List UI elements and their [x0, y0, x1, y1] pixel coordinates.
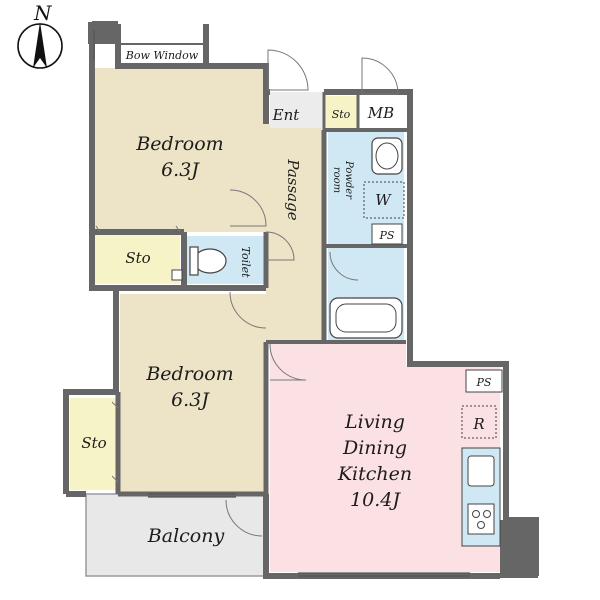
toilet-tank-icon — [189, 246, 199, 276]
sto-top-floor — [94, 234, 180, 284]
bathtub-inner-icon — [335, 303, 397, 333]
ps-lower-box — [465, 369, 503, 393]
bedroom-bottom-floor — [120, 294, 266, 492]
toilet-icon — [193, 248, 227, 274]
ps-upper-label: PS — [379, 229, 395, 242]
bow-window-label: Bow Window — [125, 49, 199, 62]
bedroom-bottom-size: 6.3J — [171, 389, 210, 411]
sto-left-label: Sto — [81, 434, 106, 452]
fixtures — [171, 137, 503, 547]
north-label: N — [33, 1, 53, 25]
refrigerator-label: R — [472, 415, 484, 433]
bathtub-icon — [329, 297, 403, 339]
refrigerator-icon — [461, 405, 497, 439]
ldk-line2: Dining — [342, 437, 407, 459]
room-labels: Bow Window Bedroom 6.3J Sto Toilet Passa… — [81, 49, 492, 547]
entrance-floor — [270, 92, 324, 128]
door-swings — [95, 49, 399, 537]
bedroom-top-size: 6.3J — [161, 159, 200, 181]
bedroom-top-name: Bedroom — [135, 133, 223, 155]
ps-upper-box — [371, 223, 403, 245]
kitchen-sink-icon — [467, 455, 495, 487]
ldk-size: 10.4J — [350, 489, 401, 511]
ldk-floor — [270, 344, 500, 572]
sto-entrance-floor — [326, 96, 358, 128]
ldk-line1: Living — [344, 411, 405, 433]
ldk-line3: Kitchen — [337, 463, 412, 485]
compass-north-arrow: N — [17, 1, 63, 69]
corner-post — [88, 22, 118, 44]
corner-post — [500, 520, 538, 578]
burner-icon — [472, 510, 480, 518]
north-arrow-icon — [33, 22, 47, 68]
mb-label: MB — [367, 104, 394, 122]
toilet-label: Toilet — [239, 246, 252, 278]
ps-lower-label: PS — [476, 376, 492, 389]
burner-icon — [477, 521, 485, 529]
floor-drain-icon — [171, 269, 183, 281]
burner-icon — [483, 510, 491, 518]
sto-entrance-label: Sto — [332, 108, 351, 121]
sto-top-label: Sto — [125, 249, 150, 267]
sto-left-floor — [70, 398, 118, 490]
powder-room-label-line1: Powder — [343, 160, 354, 200]
sink-bowl-icon — [375, 142, 399, 170]
balcony-label: Balcony — [147, 525, 225, 547]
bedroom-top-floor — [94, 68, 266, 232]
entrance-label: Ent — [272, 106, 301, 124]
washer-icon — [363, 181, 405, 219]
bedroom-bottom-name: Bedroom — [145, 363, 233, 385]
stove-icon — [467, 503, 495, 535]
washer-label: W — [375, 191, 392, 209]
passage-label: Passage — [284, 158, 302, 220]
powder-room-label-line2: room — [331, 167, 342, 193]
windows — [93, 30, 470, 577]
